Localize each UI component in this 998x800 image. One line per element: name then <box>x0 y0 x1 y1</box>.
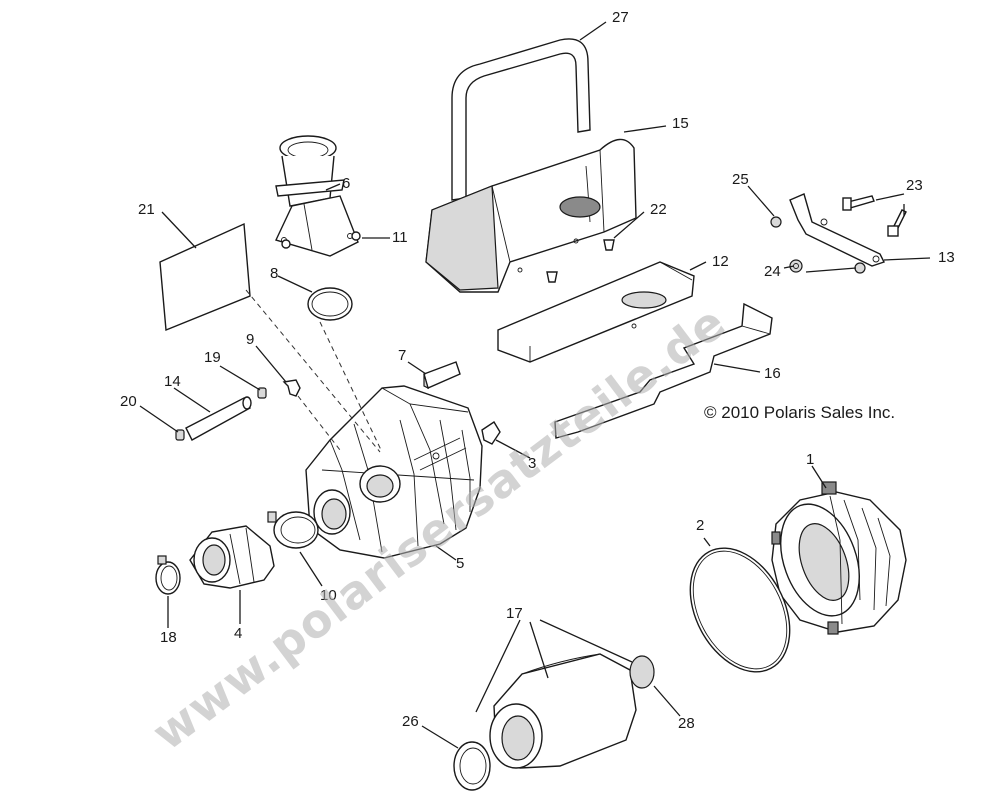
callout-28: 28 <box>678 715 695 732</box>
callout-16: 16 <box>764 365 781 382</box>
callout-13: 13 <box>938 249 955 266</box>
callout-24: 24 <box>764 263 781 280</box>
part-26-ring <box>453 741 491 791</box>
part-14-drain-tube <box>185 396 252 441</box>
callout-17: 17 <box>506 605 523 622</box>
callout-23: 23 <box>906 177 923 194</box>
part-10-clamp <box>267 511 319 549</box>
callout-12: 12 <box>712 253 729 270</box>
part-1-cover <box>771 481 907 635</box>
part-22-push-rivets <box>546 239 615 283</box>
callout-8: 8 <box>270 265 278 282</box>
callout-6: 6 <box>342 175 350 192</box>
callout-14: 14 <box>164 373 181 390</box>
part-3-clip <box>481 421 501 445</box>
part-12-foam-pad <box>497 261 695 363</box>
callout-2: 2 <box>696 517 704 534</box>
callout-4: 4 <box>234 625 242 642</box>
callout-5: 5 <box>456 555 464 572</box>
part-27-handle <box>451 38 591 201</box>
callout-9: 9 <box>246 331 254 348</box>
part-18-clamp <box>155 555 181 595</box>
callout-25: 25 <box>732 171 749 188</box>
callout-18: 18 <box>160 629 177 646</box>
copyright-text: © 2010 Polaris Sales Inc. <box>704 403 895 422</box>
assembly-lines <box>245 289 383 453</box>
part-5-airbox <box>305 385 483 559</box>
part-23-bolts <box>842 195 907 237</box>
watermark-text: www.polarisersatzteile.de <box>142 295 736 761</box>
part-2-gasket <box>689 547 791 673</box>
callout-20: 20 <box>120 393 137 410</box>
callout-21: 21 <box>138 201 155 218</box>
part-28-cap <box>629 655 655 689</box>
part-17-filter <box>489 653 637 769</box>
callout-27: 27 <box>612 9 629 26</box>
part-4-outlet-boot <box>189 525 275 589</box>
callout-3: 3 <box>528 455 536 472</box>
part-7-foam-block <box>423 361 461 390</box>
callout-labels: 27 15 6 21 11 22 12 8 25 23 13 24 7 16 1… <box>120 9 955 732</box>
part-13-bracket <box>789 193 885 267</box>
part-11-screws <box>281 231 361 249</box>
part-9-fitting <box>282 379 301 397</box>
part-21-label <box>159 222 251 332</box>
part-16-foam-strip <box>554 302 773 439</box>
callout-1: 1 <box>806 451 814 468</box>
callout-7: 7 <box>398 347 406 364</box>
part-19-clamp <box>257 387 267 399</box>
leader-lines <box>139 21 931 749</box>
part-15-front-cover <box>425 138 637 293</box>
part-20-clamp <box>175 429 185 441</box>
callout-15: 15 <box>672 115 689 132</box>
callout-26: 26 <box>402 713 419 730</box>
part-8-o-ring <box>307 287 353 321</box>
callout-19: 19 <box>204 349 221 366</box>
callout-11: 11 <box>392 229 408 246</box>
callout-22: 22 <box>650 201 667 218</box>
part-6-inlet-duct <box>275 135 359 257</box>
callout-10: 10 <box>320 587 337 604</box>
